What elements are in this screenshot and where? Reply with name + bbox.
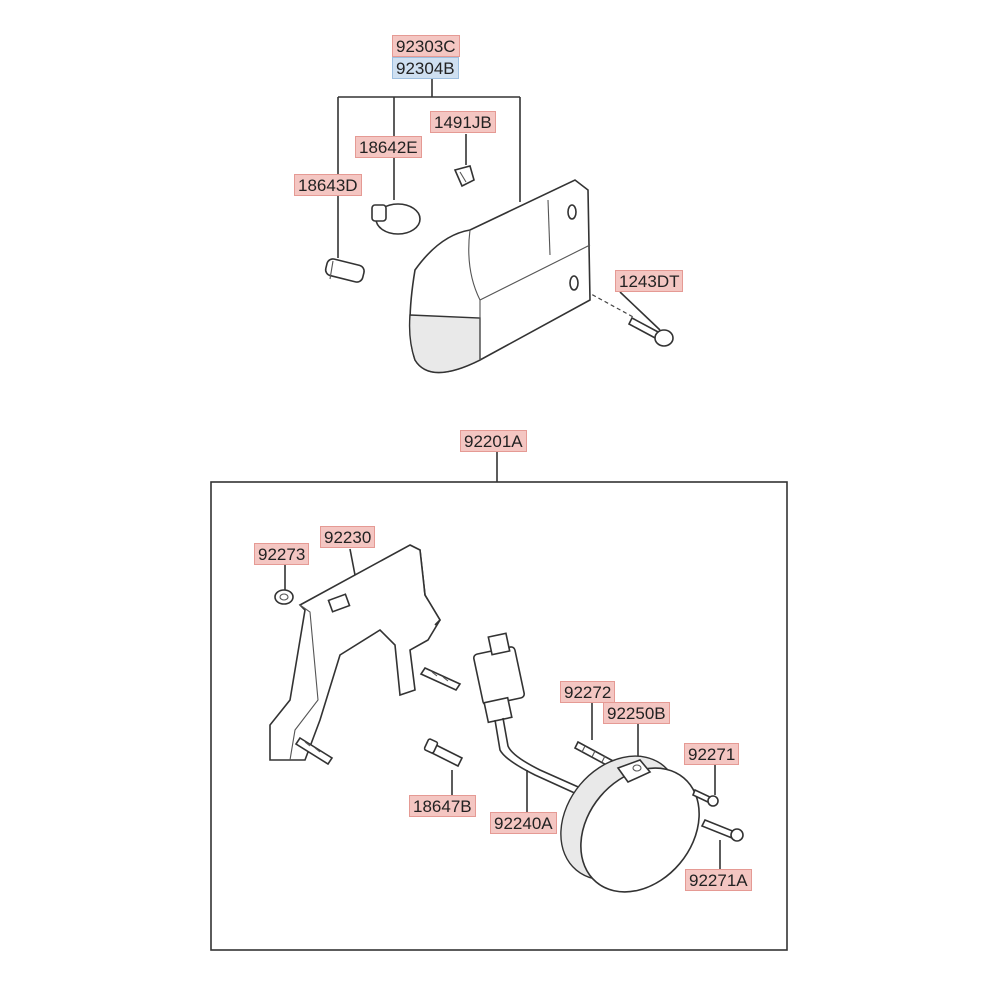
part-label-92250b[interactable]: 92250B bbox=[603, 702, 670, 724]
part-label-92230[interactable]: 92230 bbox=[320, 526, 376, 548]
part-label-92304b[interactable]: 92304B bbox=[392, 57, 459, 79]
part-label-92303c[interactable]: 92303C bbox=[392, 35, 460, 57]
part-label-18647b[interactable]: 18647B bbox=[409, 795, 476, 817]
part-label-18642e[interactable]: 18642E bbox=[355, 136, 422, 158]
part-label-1491jb[interactable]: 1491JB bbox=[430, 111, 496, 133]
harness-92240a-drawing bbox=[472, 632, 595, 801]
stud-drawing bbox=[294, 666, 462, 766]
fog-lamp-92250b-drawing bbox=[560, 755, 700, 893]
screw-1243dt-drawing bbox=[627, 316, 674, 347]
part-label-1243dt[interactable]: 1243DT bbox=[615, 270, 684, 292]
part-label-92271[interactable]: 92271 bbox=[684, 743, 740, 765]
part-label-18643d[interactable]: 18643D bbox=[294, 174, 362, 196]
assembly-frame bbox=[210, 481, 788, 951]
part-label-92272[interactable]: 92272 bbox=[560, 681, 616, 703]
screw-92271-drawing bbox=[691, 788, 719, 807]
bulb-18642e-drawing bbox=[371, 203, 421, 235]
side-lamp-housing-drawing bbox=[408, 179, 591, 374]
part-label-92201a[interactable]: 92201A bbox=[460, 430, 527, 452]
part-label-92273[interactable]: 92273 bbox=[254, 543, 310, 565]
part-label-92271a[interactable]: 92271A bbox=[685, 869, 752, 891]
lower-leader-lines bbox=[284, 548, 721, 872]
clip-1491jb-drawing bbox=[453, 165, 475, 188]
screw-92271a-drawing bbox=[700, 818, 744, 842]
nut-92273-drawing bbox=[274, 589, 294, 605]
bulb-18647b-drawing bbox=[423, 738, 464, 768]
bracket-92230-drawing bbox=[269, 544, 442, 761]
bulb-18643d-drawing bbox=[324, 258, 365, 283]
part-label-92240a[interactable]: 92240A bbox=[490, 812, 557, 834]
